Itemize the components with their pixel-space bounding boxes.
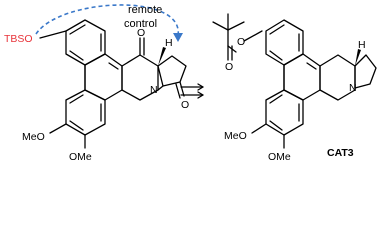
dashed-arrowhead-icon <box>173 33 183 42</box>
right-stereo-wedge <box>355 49 361 66</box>
right-methoxy-1-label: MeO <box>224 130 247 142</box>
left-methoxy-2-label: OMe <box>69 151 92 163</box>
ketone-oxygen-label: O <box>137 27 145 39</box>
left-nitrogen-label: N <box>150 84 158 96</box>
ring-c <box>65 89 106 136</box>
reaction-arrows-icon <box>180 83 204 99</box>
right-nitrogen-label: N <box>349 82 357 94</box>
reaction-scheme: TBSO O H N O MeO OMe remote control <box>4 4 377 163</box>
annotation-line-2: control <box>124 18 157 30</box>
right-ring-c <box>265 89 304 136</box>
ester-oxygen-label: O <box>237 36 245 48</box>
left-molecule: TBSO O H N O MeO OMe <box>4 19 189 163</box>
lactam-oxygen-label: O <box>181 99 189 111</box>
stereo-wedge <box>158 47 166 66</box>
carbonyl-oxygen-label: O <box>225 61 233 73</box>
right-ring-d <box>319 54 356 101</box>
left-hydrogen-label: H <box>165 37 173 49</box>
right-methoxy-2-label: OMe <box>268 151 291 163</box>
tbso-label: TBSO <box>4 33 33 45</box>
annotation-line-1: remote <box>128 4 162 16</box>
right-ring-e <box>354 54 377 89</box>
dashed-arrow <box>35 4 179 37</box>
right-hydrogen-label: H <box>358 39 366 51</box>
compound-label: CAT3 <box>327 147 354 159</box>
scheme-svg: TBSO O H N O MeO OMe remote control <box>4 4 377 163</box>
right-ring-a <box>265 19 304 66</box>
ring-e <box>157 55 187 87</box>
ring-a <box>65 19 106 66</box>
remote-control-annotation: remote control <box>35 4 183 42</box>
left-methoxy-1-label: MeO <box>22 131 45 143</box>
right-molecule: O O H N MeO OMe CAT3 <box>212 13 377 163</box>
